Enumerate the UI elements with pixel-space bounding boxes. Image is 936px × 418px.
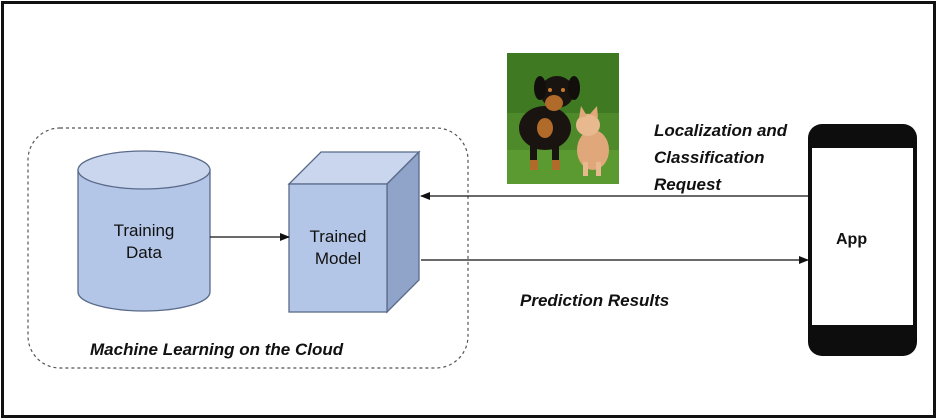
request-label: Localization and Classification Request	[654, 117, 787, 198]
training-data-cylinder	[77, 150, 211, 312]
request-label-line1: Localization and	[654, 121, 788, 140]
cloud-boundary	[27, 127, 469, 369]
prediction-label: Prediction Results	[520, 291, 670, 310]
cylinder-top	[77, 150, 211, 190]
trained-model-label: Trained Model	[288, 226, 388, 270]
cloud-label: Machine Learning on the Cloud	[90, 340, 344, 359]
app-label: App	[836, 231, 868, 248]
training-data-label-line1: Training	[113, 221, 175, 240]
trained-model-label-line1: Trained	[309, 227, 367, 246]
training-data-label-line2: Data	[126, 243, 162, 262]
training-data-label: Training Data	[94, 220, 194, 264]
request-label-line2: Classification	[654, 148, 765, 167]
trained-model-cube	[287, 150, 421, 314]
trained-model-label-line2: Model	[314, 249, 362, 268]
cube-front	[288, 183, 388, 313]
cylinder-body	[77, 169, 211, 312]
phone-device	[808, 124, 917, 356]
phone-screen	[812, 148, 913, 325]
request-label-line3: Request	[654, 175, 722, 194]
dog-kitten-photo	[507, 53, 619, 184]
